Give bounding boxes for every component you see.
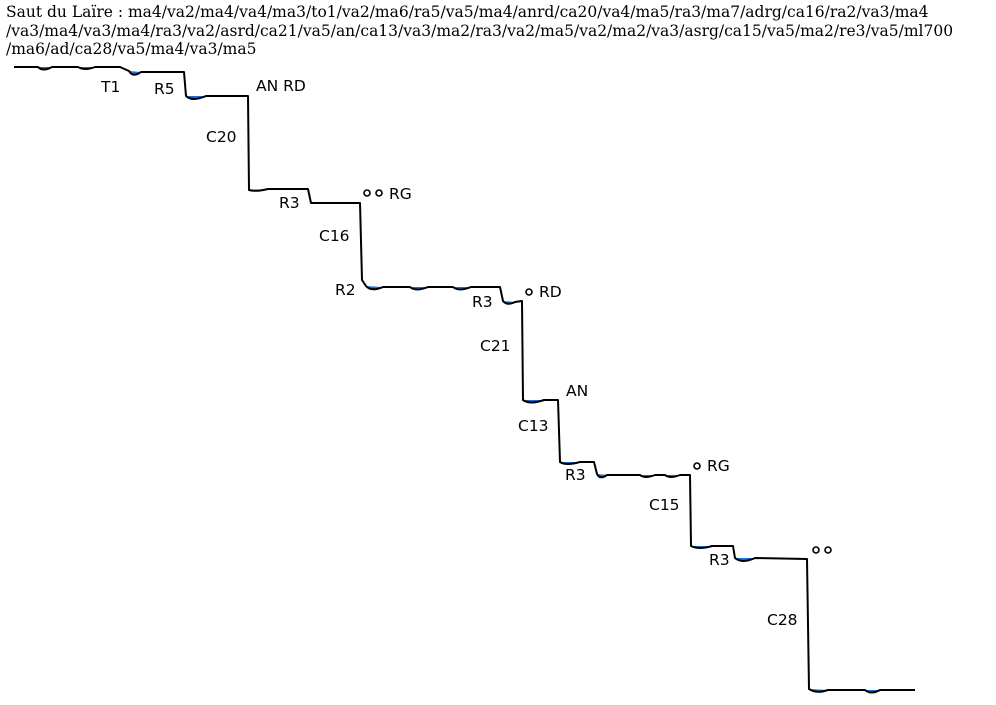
label-rd-b: RD	[539, 283, 562, 301]
pools	[38, 67, 880, 693]
label-an: AN	[566, 382, 588, 400]
anchor-icon	[824, 546, 832, 554]
label-c16: C16	[319, 227, 350, 245]
label-an-rd: AN RD	[256, 77, 306, 95]
title-line-1: Saut du Laïre : ma4/va2/ma4/va4/ma3/to1/…	[6, 3, 929, 21]
label-r2: R2	[335, 281, 356, 299]
label-c20: C20	[206, 128, 237, 146]
anchor-icon	[375, 189, 383, 197]
canyon-profile-line	[14, 66, 915, 694]
label-rg-a: RG	[389, 185, 412, 203]
label-c28: C28	[767, 611, 798, 629]
label-c13: C13	[518, 417, 549, 435]
anchors	[363, 189, 832, 554]
label-r3-c: R3	[565, 466, 586, 484]
label-c15: C15	[649, 496, 680, 514]
label-r3-d: R3	[709, 551, 730, 569]
label-r3-a: R3	[279, 194, 300, 212]
canyon-title: Saut du Laïre : ma4/va2/ma4/va4/ma3/to1/…	[6, 3, 991, 59]
label-t1: T1	[100, 78, 120, 96]
title-line-3: /ma6/ad/ca28/va5/ma4/va3/ma5	[6, 40, 257, 58]
label-rg-c: RG	[707, 457, 730, 475]
label-c21: C21	[480, 337, 511, 355]
anchor-icon	[812, 546, 820, 554]
anchor-icon	[525, 288, 533, 296]
anchor-icon	[363, 189, 371, 197]
anchor-icon	[693, 462, 701, 470]
label-r3-b: R3	[472, 293, 493, 311]
title-line-2: /va3/ma4/va3/ma4/ra3/va2/asrd/ca21/va5/a…	[6, 21, 954, 40]
label-r5: R5	[154, 80, 175, 98]
